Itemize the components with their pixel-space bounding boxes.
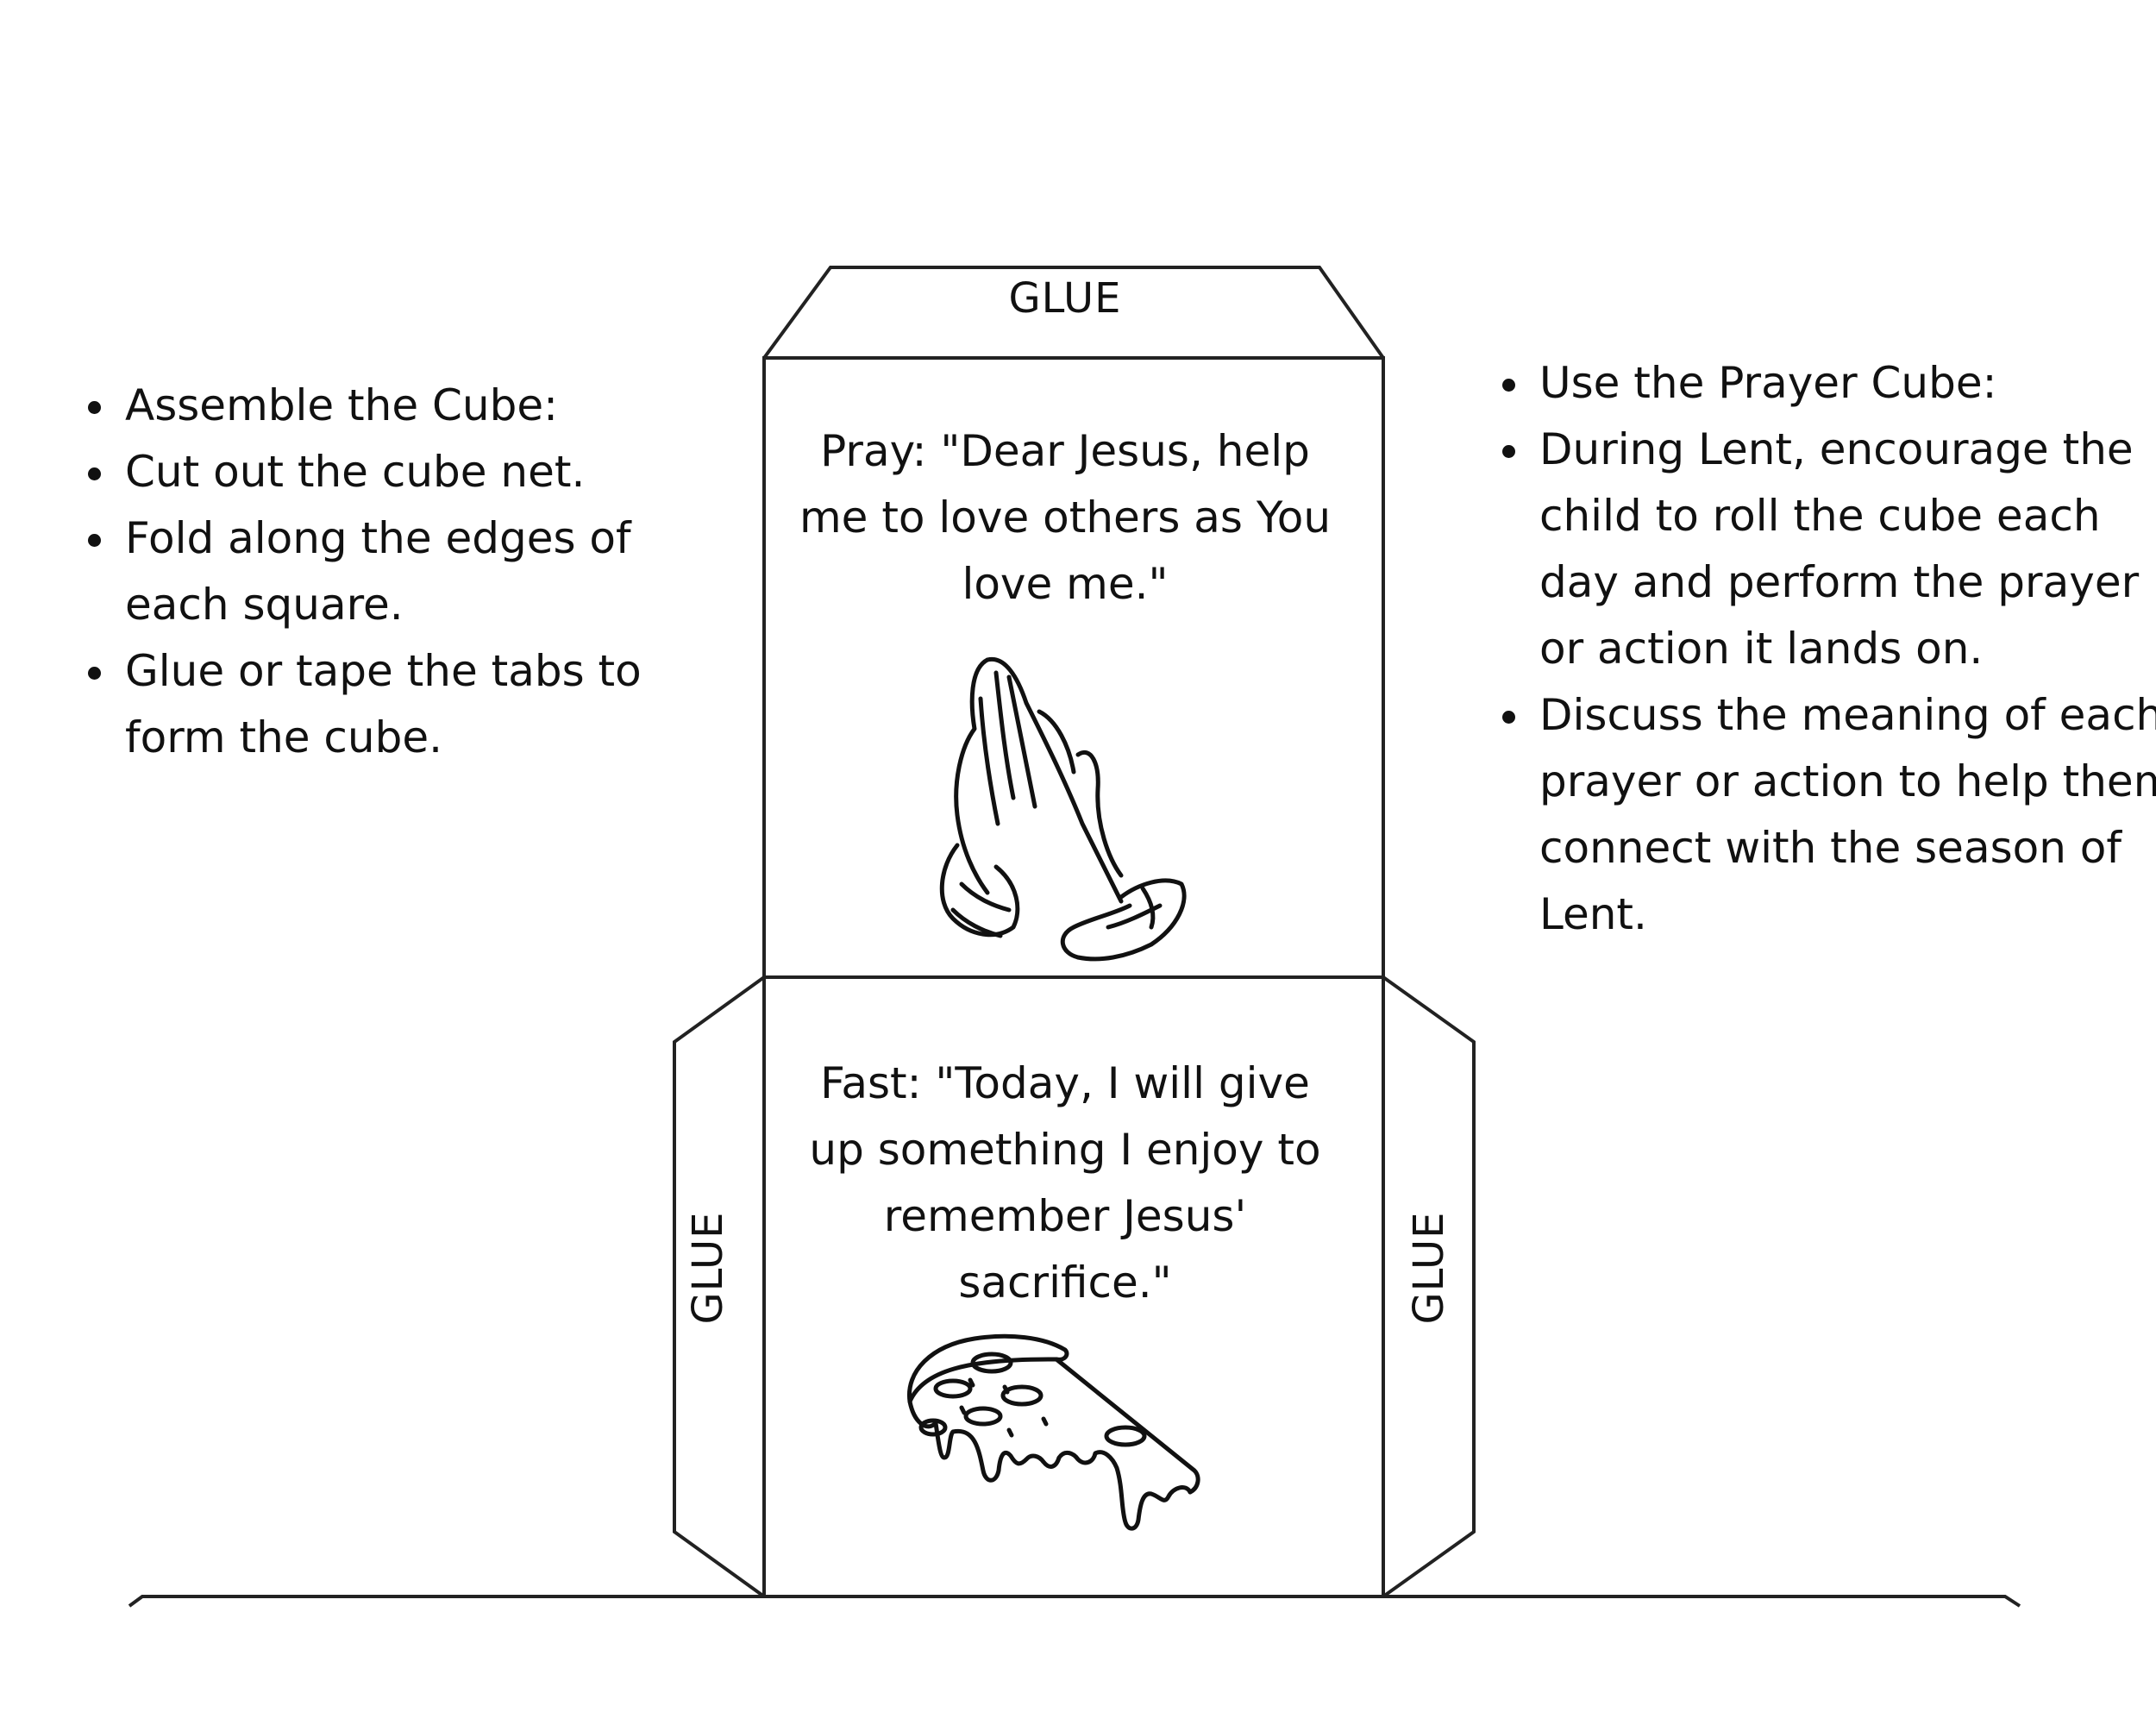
usage-instructions: Use the Prayer Cube: During Lent, encour… [1468, 350, 2156, 948]
assembly-instructions: Assemble the Cube: Cut out the cube net.… [53, 373, 724, 771]
list-item: During Lent, encourage the child to roll… [1534, 417, 2156, 682]
glue-label-left: GLUE [684, 1211, 732, 1325]
list-item: Assemble the Cube: [120, 373, 724, 439]
face-middle-text: Fast: "Today, I will give up something I… [809, 1058, 1321, 1308]
bottom-row-edge [128, 1595, 2021, 1608]
pizza-slice-icon [906, 1333, 1200, 1531]
list-item: Fold along the edges of each square. [120, 505, 724, 638]
list-item: Use the Prayer Cube: [1534, 350, 2156, 417]
glue-tab-left [673, 975, 766, 1598]
glue-label-right: GLUE [1405, 1211, 1453, 1325]
face-top-text: Pray: "Dear Jesus, help me to love other… [799, 426, 1332, 609]
glue-tab-top [762, 266, 1385, 360]
glue-tab-right [1382, 975, 1476, 1598]
glue-label-top: GLUE [1008, 274, 1122, 323]
list-item: Discuss the meaning of each prayer or ac… [1534, 682, 2156, 948]
praying-hands-icon [939, 656, 1187, 962]
list-item: Glue or tape the tabs to form the cube. [120, 638, 724, 771]
list-item: Cut out the cube net. [120, 439, 724, 505]
